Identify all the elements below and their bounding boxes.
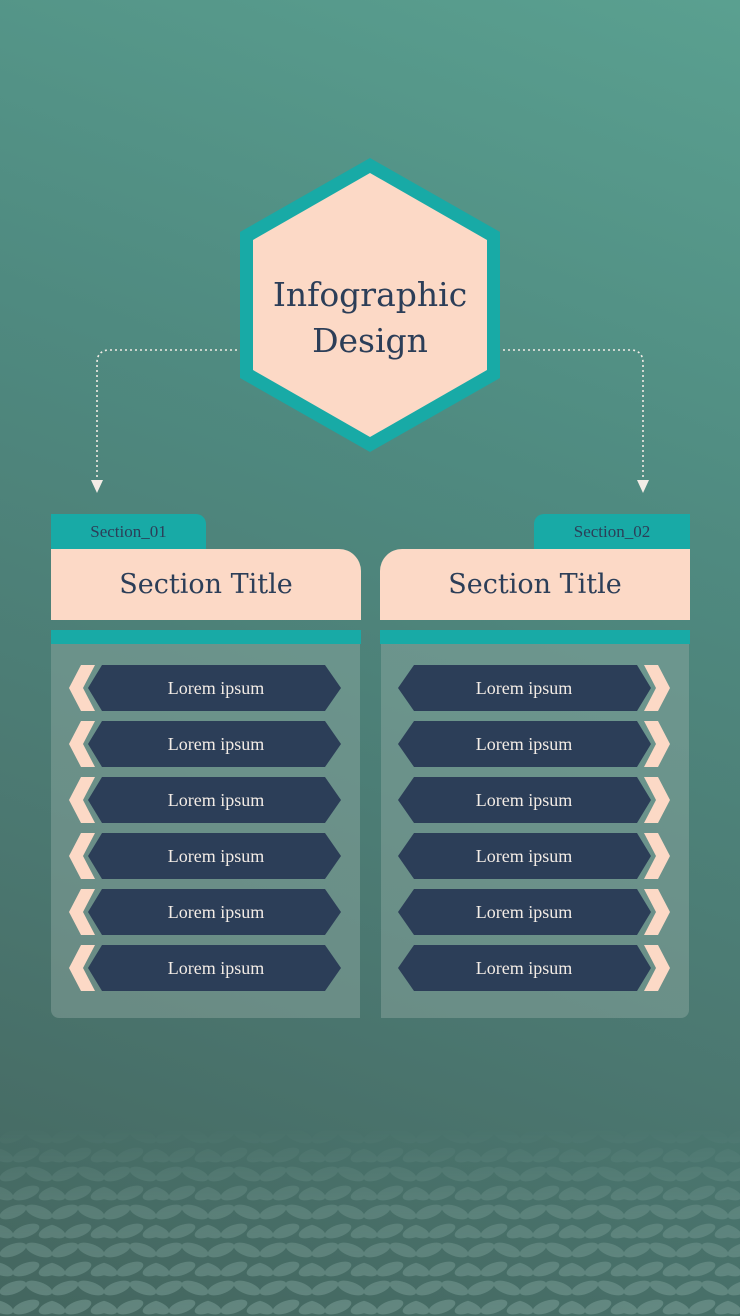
connector-right (498, 349, 644, 488)
section-01-item: Lorem ipsum (69, 665, 341, 711)
section-02-item-label: Lorem ipsum (475, 958, 573, 978)
section-02-item: Lorem ipsum (398, 833, 670, 879)
section-01-title: Section Title (51, 549, 361, 620)
section-02-tab: Section_02 (534, 514, 690, 550)
hexagon (240, 158, 500, 452)
arrowhead-left (91, 480, 103, 493)
section-02-item: Lorem ipsum (398, 721, 670, 767)
section-02-strip (380, 630, 690, 644)
connector-left (96, 349, 242, 488)
section-02-item: Lorem ipsum (398, 889, 670, 935)
section-01-item: Lorem ipsum (69, 889, 341, 935)
section-02-item-label: Lorem ipsum (475, 734, 573, 754)
section-01-item-label: Lorem ipsum (167, 790, 265, 810)
section-02-item: Lorem ipsum (398, 665, 670, 711)
section-02-item-label: Lorem ipsum (475, 790, 573, 810)
section-02-item-label: Lorem ipsum (475, 678, 573, 698)
section-01-tab: Section_01 (51, 514, 206, 550)
section-01-item: Lorem ipsum (69, 833, 341, 879)
section-01-item: Lorem ipsum (69, 945, 341, 991)
section-02-item: Lorem ipsum (398, 777, 670, 823)
section-01-item-label: Lorem ipsum (167, 846, 265, 866)
arrowhead-right (637, 480, 649, 493)
hexagon-title-line1: Infographic (272, 275, 468, 314)
leaf-pattern-background (0, 1126, 740, 1316)
section-01-item-label: Lorem ipsum (167, 734, 265, 754)
section-01-item-label: Lorem ipsum (167, 902, 265, 922)
section-01-item-label: Lorem ipsum (167, 958, 265, 978)
connector-arrows (91, 349, 649, 493)
section-02-item-label: Lorem ipsum (475, 846, 573, 866)
section-01-item: Lorem ipsum (69, 721, 341, 767)
section-02-item: Lorem ipsum (398, 945, 670, 991)
section-02-item-label: Lorem ipsum (475, 902, 573, 922)
section-01-item-label: Lorem ipsum (167, 678, 265, 698)
section-02-title: Section Title (380, 549, 690, 620)
section-01-strip (51, 630, 361, 644)
hexagon-title-line2: Design (312, 321, 428, 360)
hexagon-title: Infographic Design (238, 272, 502, 364)
section-01-item: Lorem ipsum (69, 777, 341, 823)
